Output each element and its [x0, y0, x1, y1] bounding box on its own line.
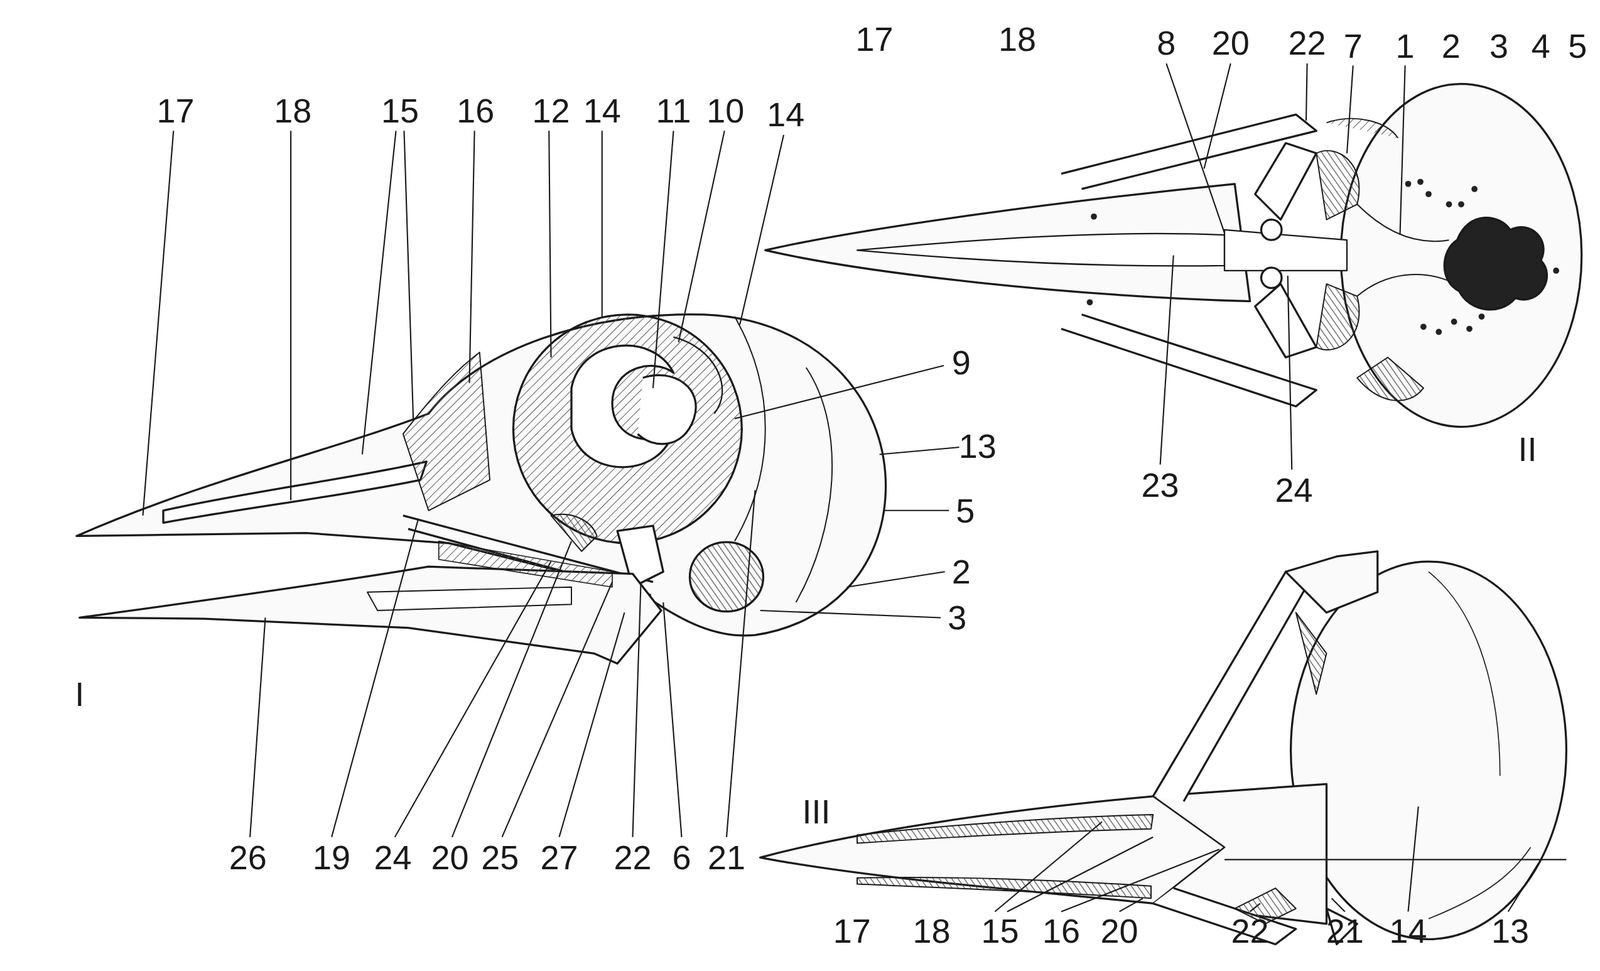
callout-number: 3	[947, 600, 967, 635]
callout-number: 8	[1156, 25, 1176, 60]
callout-number: 22	[613, 840, 652, 875]
callout-number: 25	[481, 840, 519, 875]
callout-number: 13	[1491, 913, 1530, 948]
callout-number: 9	[951, 345, 971, 380]
callout-number: 14	[766, 97, 805, 132]
callout-number: 17	[833, 913, 871, 948]
callout-number: 14	[1389, 913, 1427, 948]
callout-number: 15	[980, 913, 1019, 948]
callout-number: 11	[655, 93, 691, 128]
callout-number: 21	[707, 840, 746, 875]
callout-number: 26	[229, 840, 267, 875]
callout-number: 18	[913, 913, 951, 948]
callout-number: 3	[1489, 28, 1509, 63]
callout-number: 10	[706, 93, 745, 128]
callout-number: 16	[1042, 913, 1081, 948]
callout-number: 20	[431, 840, 470, 875]
leader-lines	[143, 63, 1541, 912]
callout-number: 15	[381, 93, 419, 128]
callout-number: 14	[583, 93, 622, 128]
callout-number: 22	[1231, 913, 1270, 948]
callout-number: 5	[955, 493, 975, 528]
callout-number: 18	[273, 93, 312, 128]
callout-number: 12	[531, 93, 570, 128]
callout-number: 2	[1441, 28, 1461, 63]
callout-number: 1	[1395, 28, 1415, 63]
callout-number: 17	[855, 21, 894, 56]
figure-numeral: II	[1518, 432, 1538, 466]
callout-number: 20	[1211, 25, 1250, 60]
callout-number: 19	[312, 840, 351, 875]
callout-number: 18	[998, 21, 1037, 56]
callout-number: 20	[1100, 913, 1139, 948]
callout-number: 2	[951, 554, 971, 589]
callout-number: 24	[1274, 472, 1313, 507]
callout-number: 27	[540, 840, 578, 875]
callout-number: 21	[1326, 913, 1364, 948]
callout-number: 7	[1343, 28, 1363, 63]
callout-number: 13	[958, 428, 997, 463]
callout-number: 23	[1141, 467, 1180, 502]
callout-number: 16	[456, 93, 495, 128]
figure-numeral: I	[74, 676, 85, 711]
callout-number: 17	[156, 93, 195, 128]
callout-number: 24	[374, 840, 412, 875]
callout-number: 5	[1567, 28, 1587, 63]
callout-number: 22	[1288, 25, 1327, 60]
figure-numeral: III	[801, 794, 831, 829]
callout-number: 6	[671, 840, 691, 875]
callout-number: 4	[1531, 28, 1551, 63]
